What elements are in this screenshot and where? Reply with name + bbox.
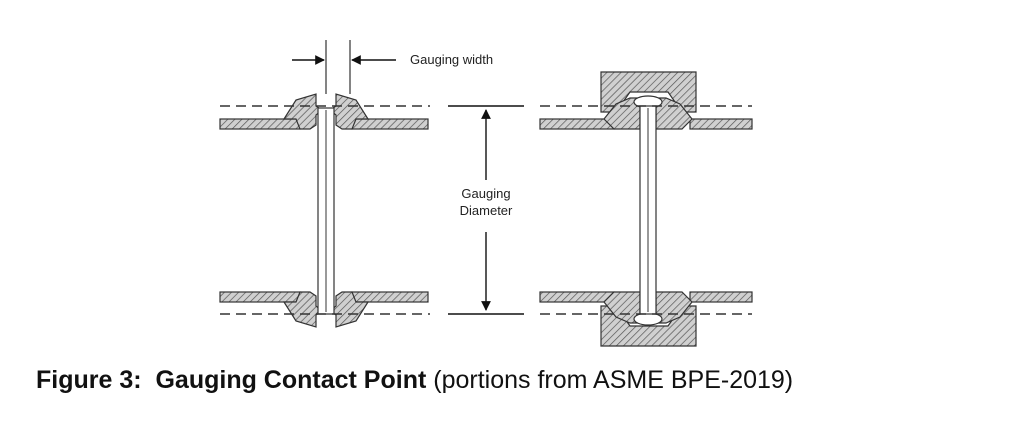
left-top-tube-wall-left xyxy=(219,118,301,130)
gauging-width-dimension: Gauging width xyxy=(292,40,493,94)
right-clamp-assembly xyxy=(539,71,753,347)
right-top-clamp xyxy=(600,71,697,113)
left-bottom-ferrule-left xyxy=(282,291,324,328)
right-bottom-tube-wall-left xyxy=(539,291,615,303)
right-bottom-gasket-bead xyxy=(633,312,663,326)
left-bottom-ferrule-right xyxy=(328,291,370,328)
gauging-diameter-label-line2: Diameter xyxy=(460,203,513,218)
right-top-tube-wall-left xyxy=(539,118,615,130)
figure-source-note: (portions from ASME BPE-2019) xyxy=(433,366,794,394)
figure-title: Gauging Contact Point xyxy=(155,366,427,394)
right-bottom-clamp xyxy=(600,305,697,347)
left-bottom-tube-wall-left xyxy=(219,291,301,303)
gauging-width-label: Gauging width xyxy=(410,52,493,67)
gauging-contact-diagram: Gauging width Gauging Diameter xyxy=(219,40,753,347)
gauging-diameter-label-line1: Gauging xyxy=(461,186,510,201)
left-top-tube-wall-right xyxy=(351,118,429,130)
figure-number: Figure 3: xyxy=(36,366,142,394)
figure-caption: Figure 3: Gauging Contact Point (portion… xyxy=(36,366,793,395)
right-top-tube-wall-right xyxy=(689,118,753,130)
left-bottom-tube-wall-right xyxy=(351,291,429,303)
left-ferrule-assembly xyxy=(219,93,430,328)
left-top-ferrule-right xyxy=(328,93,370,130)
left-top-ferrule-left xyxy=(282,93,324,130)
right-bottom-tube-wall-right xyxy=(689,291,753,303)
gauging-diameter-dimension: Gauging Diameter xyxy=(448,105,524,315)
